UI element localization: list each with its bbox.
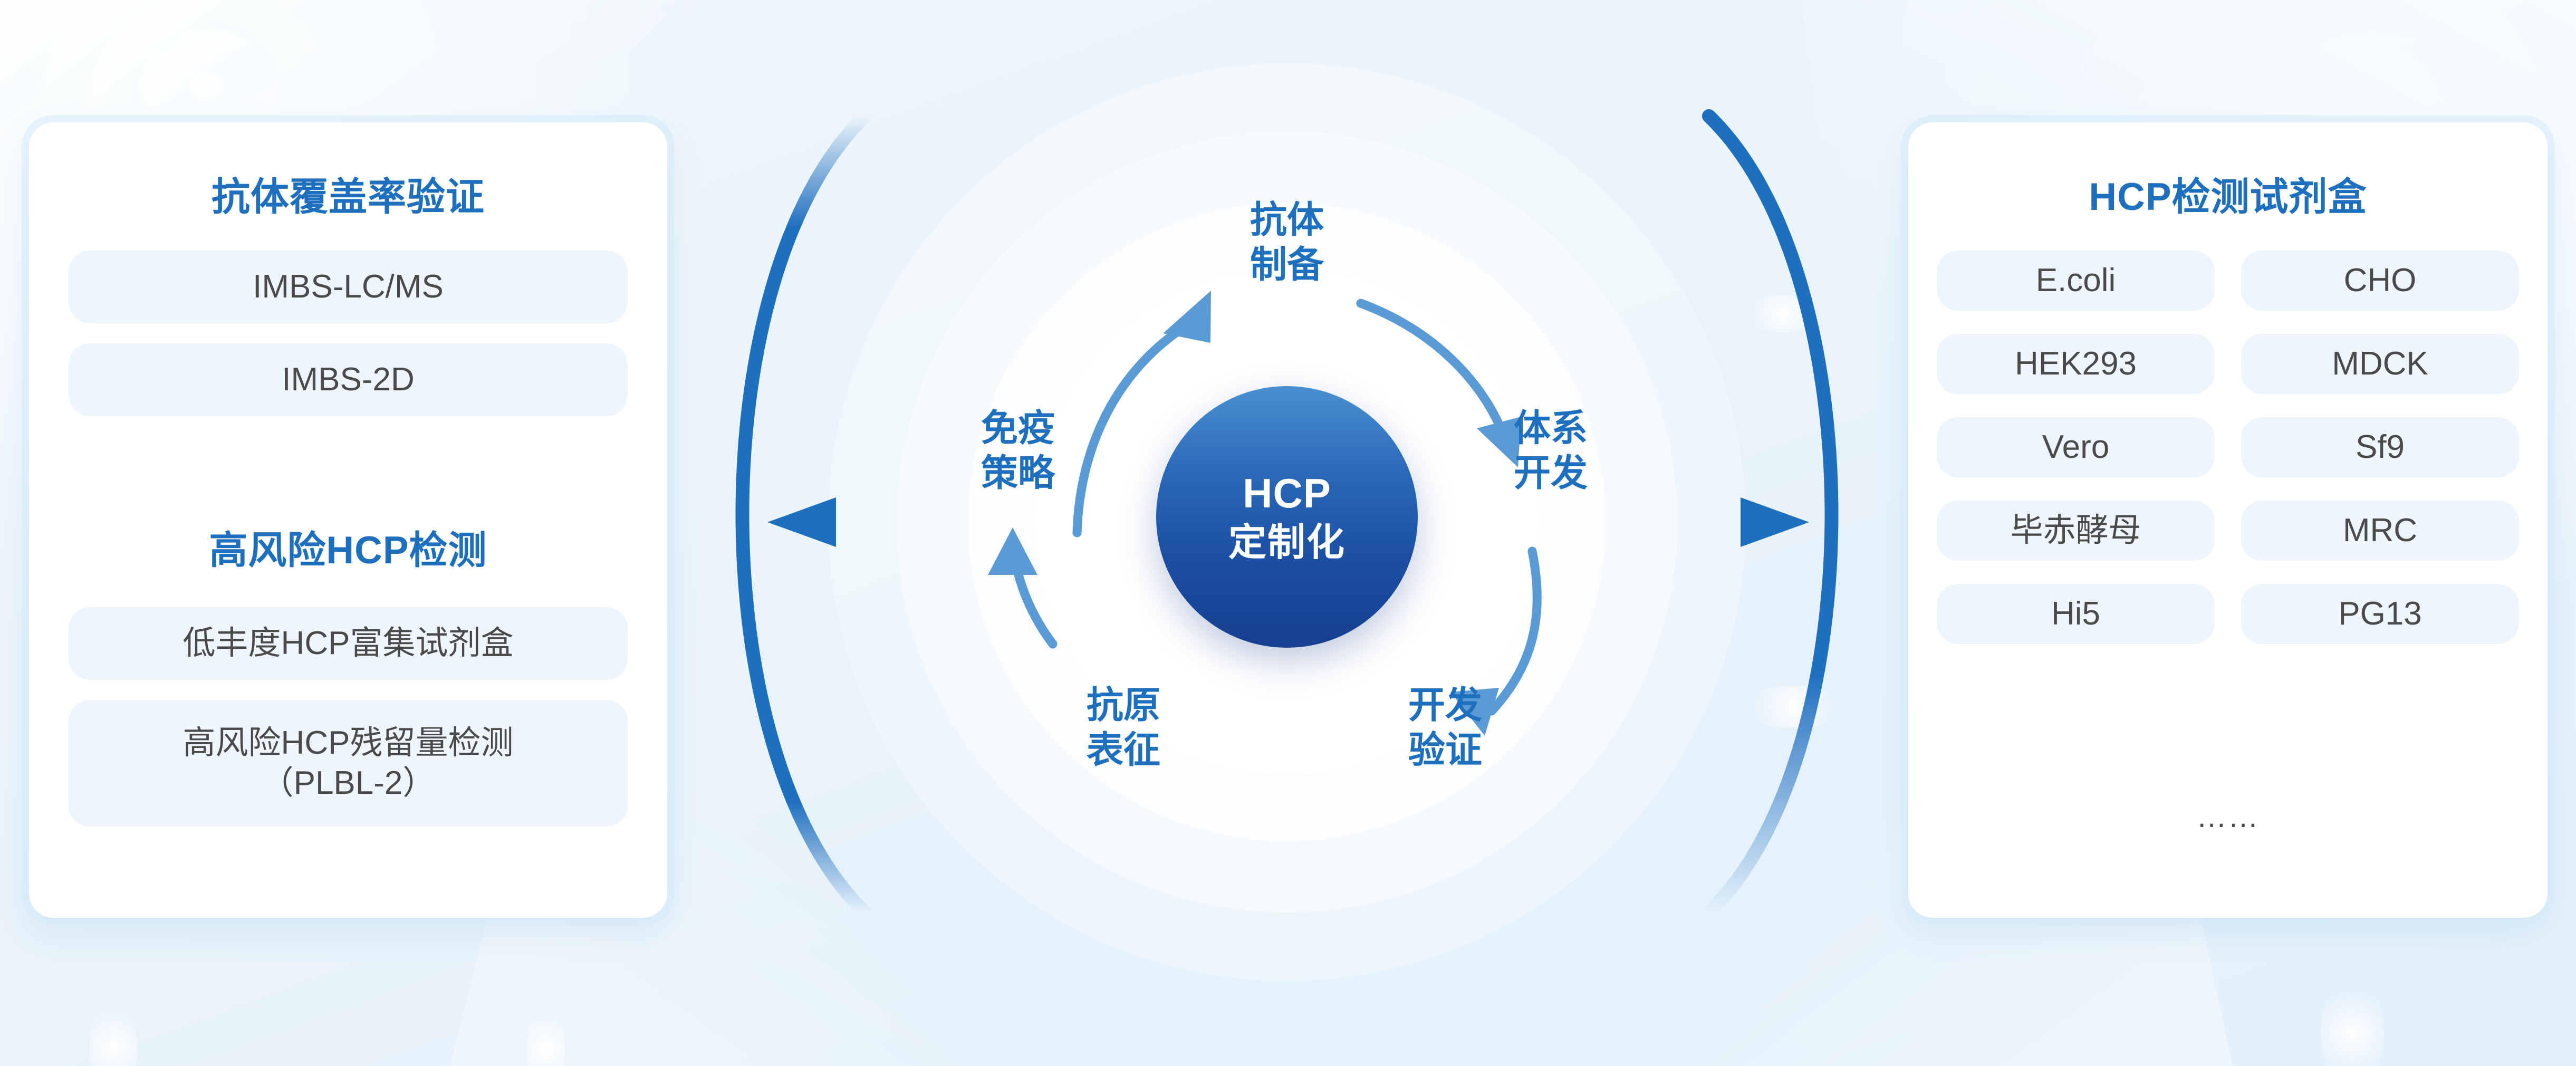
list-item[interactable]: 低丰度HCP富集试剂盒 [69, 607, 628, 680]
sparkle-dot [1735, 295, 1830, 332]
cycle-step-development-validation: 开发 验证 [1408, 684, 1482, 771]
cycle-step-system-development: 体系 开发 [1514, 407, 1588, 494]
left-decorative-arc [735, 109, 872, 919]
list-item[interactable]: Vero [1937, 417, 2215, 477]
hcp-kit-grid: E.coli CHO HEK293 MDCK Vero Sf9 毕赤酵母 MRC Hi5 PG13 [1937, 251, 2519, 644]
triangle-left-icon [767, 497, 836, 547]
list-item[interactable]: MDCK [2241, 334, 2519, 394]
arrow-path-antibody-to-system [1356, 299, 1509, 441]
left-card-section-title-2: 高风险HCP检测 [209, 529, 487, 572]
list-item[interactable]: Sf9 [2241, 417, 2519, 477]
list-item[interactable]: CHO [2241, 251, 2519, 311]
arrow-path-antigen-to-immune [1009, 541, 1058, 649]
sparkle-dot [90, 992, 137, 1066]
arrowhead-antigen-to-immune [988, 527, 1037, 575]
list-item[interactable]: HEK293 [1937, 334, 2215, 394]
list-item[interactable]: MRC [2241, 501, 2519, 561]
left-panel-card: 抗体覆盖率验证 IMBS-LC/MS IMBS-2D 高风险HCP检测 低丰度H… [29, 122, 667, 918]
triangle-right-icon [1741, 497, 1809, 547]
hub-title-line-2: 定制化 [1228, 521, 1345, 564]
sparkle-dot [2321, 981, 2384, 1066]
sparkle-dot [527, 1002, 564, 1066]
list-item[interactable]: 毕赤酵母 [1937, 501, 2215, 561]
list-item[interactable]: IMBS-LC/MS [69, 251, 628, 323]
arrowhead-immune-to-antibody [1163, 291, 1211, 343]
cycle-step-antibody-preparation: 抗体 制备 [1250, 199, 1324, 285]
list-item[interactable]: IMBS-2D [69, 343, 628, 416]
left-card-section-title-1: 抗体覆盖率验证 [212, 176, 485, 218]
center-hub-sphere: HCP 定制化 [1156, 386, 1418, 648]
list-item[interactable]: Hi5 [1937, 584, 2215, 644]
list-item[interactable]: 高风险HCP残留量检测 （PLBL-2） [69, 700, 628, 827]
cycle-step-antigen-characterization: 抗原 表征 [1087, 684, 1160, 771]
hub-title-line-1: HCP [1243, 469, 1331, 516]
arrow-path-system-to-validation [1487, 546, 1542, 716]
list-item[interactable]: E.coli [1937, 251, 2215, 311]
more-items-ellipsis: …… [2196, 800, 2260, 834]
right-decorative-arc [1702, 109, 1839, 919]
right-card-title: HCP检测试剂盒 [2089, 176, 2367, 218]
right-panel-card: HCP检测试剂盒 E.coli CHO HEK293 MDCK Vero Sf9 毕赤酵母 M… [1908, 122, 2548, 918]
list-item[interactable]: PG13 [2241, 584, 2519, 644]
cycle-step-immunization-strategy: 免疫 策略 [981, 407, 1055, 494]
sparkle-dot [1741, 686, 1846, 728]
